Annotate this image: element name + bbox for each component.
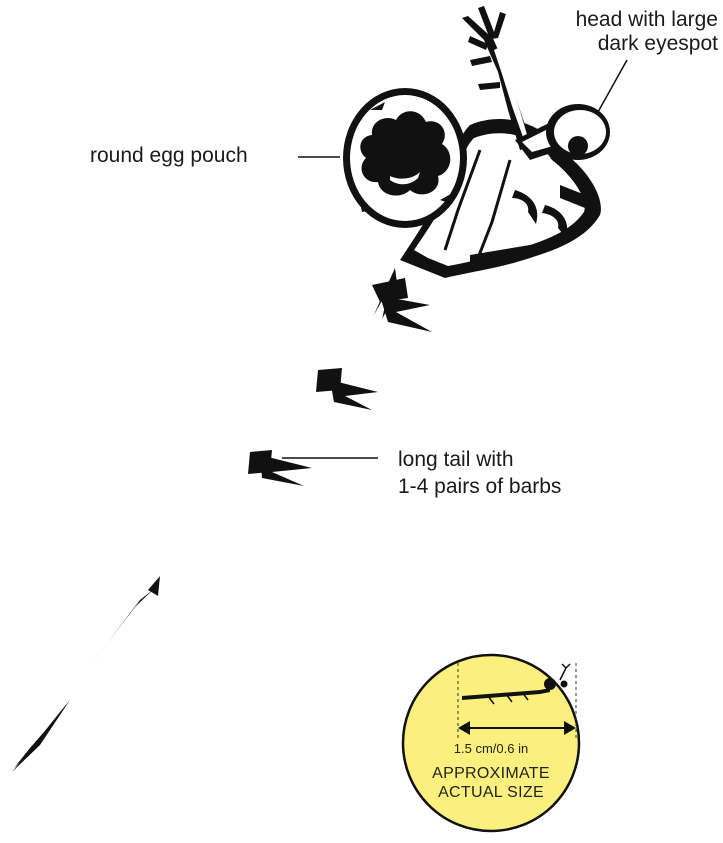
antenna-branch [470,56,492,66]
head-label-line-2: dark eyespot [500,32,718,56]
mini-antenna [560,664,570,680]
mini-head [561,681,568,688]
pouch-label: round egg pouch [90,144,248,168]
tail-label-line-1: long tail with [398,446,561,473]
tail-joint-3 [248,450,272,474]
scale-caption-line-1: APPROXIMATE [406,765,576,783]
eyespot [568,136,588,156]
egg-pouch [343,88,467,228]
tail-label: long tail with 1-4 pairs of barbs [398,446,561,500]
tail-joint-2 [316,368,342,392]
tail-highlight [40,290,388,738]
mini-pouch [544,678,556,690]
tail-tip [12,700,70,772]
head-leader-line [598,60,627,112]
tail-spine [12,268,432,772]
antenna-branch [478,82,500,90]
tail-label-line-2: 1-4 pairs of barbs [398,473,561,500]
head [546,104,610,160]
head-label: head with large dark eyespot [500,8,718,56]
tail-joint-1 [372,278,408,302]
scale-caption-line-2: ACTUAL SIZE [406,784,576,802]
head-label-line-1: head with large [500,8,718,32]
scale-measurement: 1.5 cm/0.6 in [406,741,576,756]
barb-pair-1 [380,296,432,332]
